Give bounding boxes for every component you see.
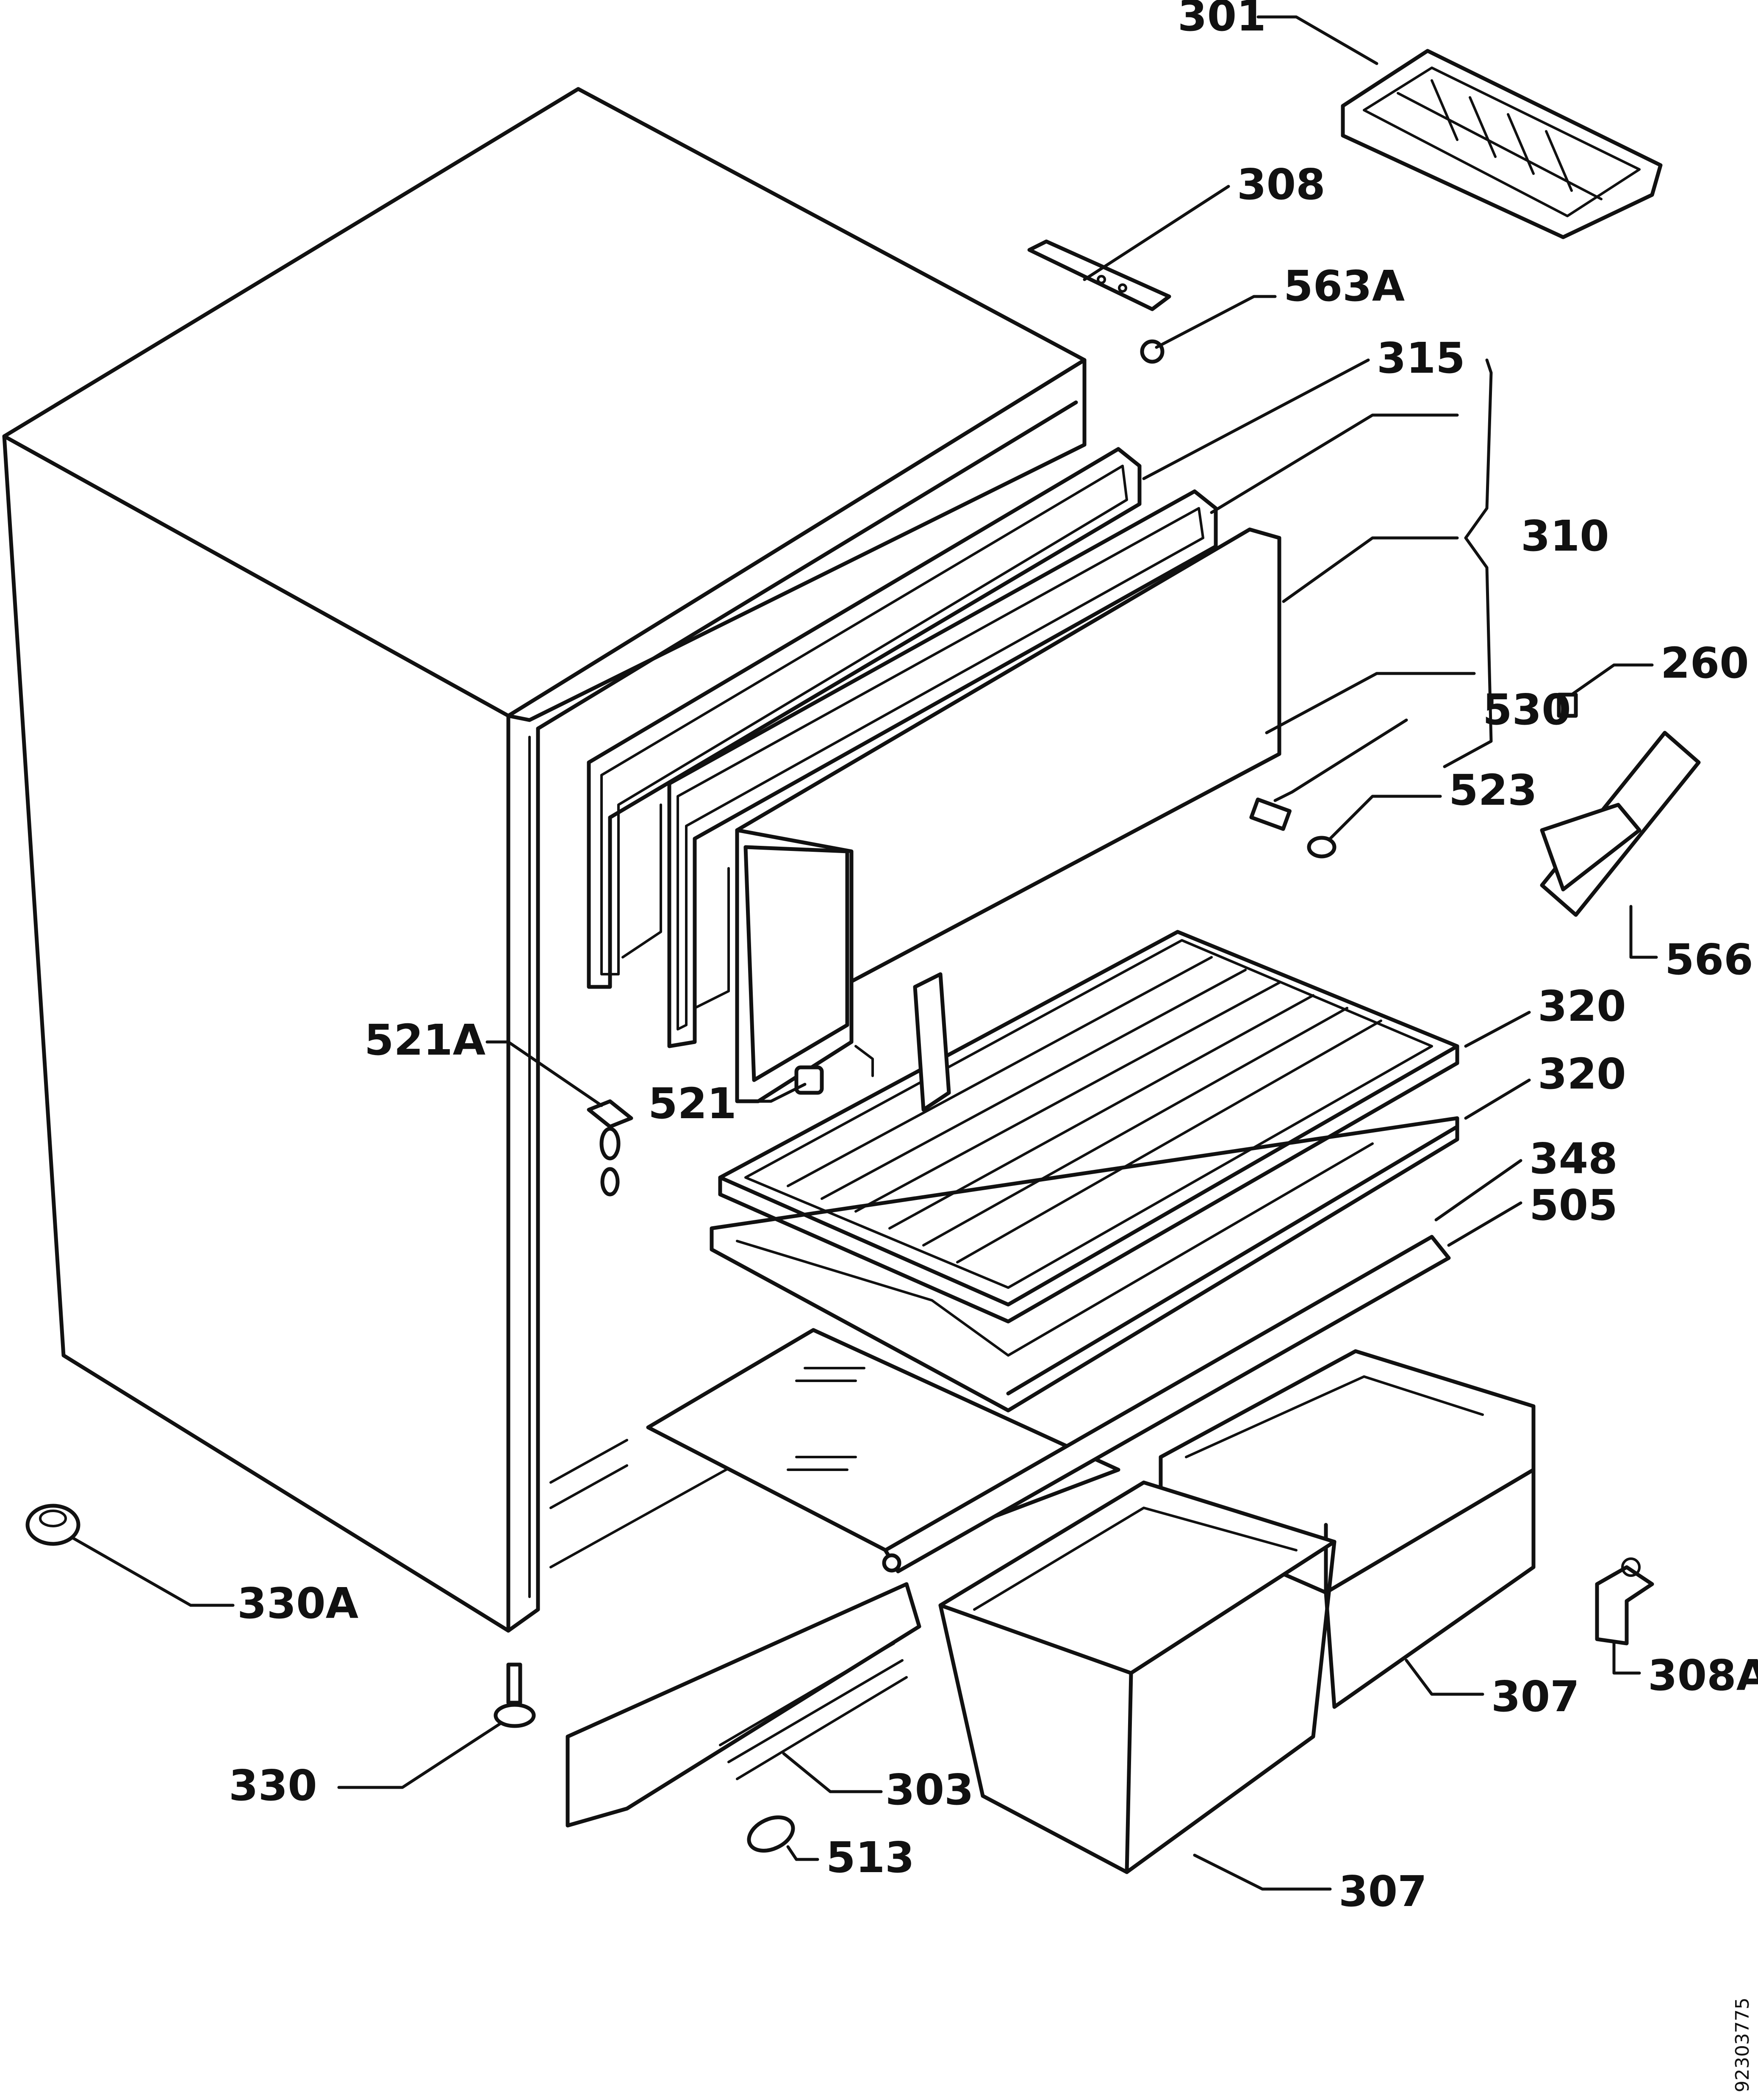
crisper-drawer-307-front xyxy=(938,1480,1337,1874)
shelf-trim-strip-505 xyxy=(882,1235,1451,1574)
document-number: 92303775 xyxy=(1732,1997,1753,2092)
shelf-upper-320 xyxy=(718,930,1459,1324)
callout-301: 301 xyxy=(1178,0,1266,41)
callout-307-rear: 307 xyxy=(1491,1672,1580,1721)
callout-330A: 330A xyxy=(237,1579,358,1628)
hinge-bracket-308A xyxy=(1595,1557,1654,1646)
kick-plate-303 xyxy=(566,1582,921,1828)
door-catch-523 xyxy=(1249,798,1337,859)
lamp-assembly-521A xyxy=(587,1099,633,1197)
callout-513: 513 xyxy=(826,1833,915,1882)
leader-lines xyxy=(70,15,1658,1891)
callout-308: 308 xyxy=(1237,160,1325,209)
callout-310: 310 xyxy=(1521,511,1609,561)
shelf-ribs xyxy=(787,956,1382,1263)
door-liner xyxy=(667,489,1218,1048)
plug-513 xyxy=(747,1815,795,1853)
clip-260 xyxy=(1557,693,1578,718)
door-gasket-frame xyxy=(587,447,1142,989)
shelf-lower-320 xyxy=(710,1116,1459,1413)
callout-260: 260 xyxy=(1661,638,1749,688)
callout-348: 348 xyxy=(1529,1134,1618,1183)
callout-523: 523 xyxy=(1449,765,1537,815)
callout-566: 566 xyxy=(1665,935,1753,984)
callout-530: 530 xyxy=(1483,685,1571,734)
callout-303: 303 xyxy=(885,1765,974,1815)
callout-320-lower: 320 xyxy=(1538,1049,1626,1099)
callout-315: 315 xyxy=(1377,333,1465,383)
callout-308A: 308A xyxy=(1648,1651,1758,1700)
callout-320-upper: 320 xyxy=(1538,981,1626,1031)
callout-330: 330 xyxy=(229,1761,317,1810)
callout-563A: 563A xyxy=(1284,261,1405,311)
callout-505: 505 xyxy=(1529,1180,1618,1230)
hinge-plate-308 xyxy=(1027,239,1171,311)
glass-shelf-348 xyxy=(646,1328,1120,1557)
ice-cube-tray-301 xyxy=(1341,49,1663,239)
callout-521: 521 xyxy=(648,1079,737,1128)
callout-521A: 521A xyxy=(364,1015,485,1065)
lamp-switch-521 xyxy=(794,1065,824,1095)
refrigerator-cabinet xyxy=(2,87,1087,1633)
adjustable-foot-330A xyxy=(25,1504,80,1546)
callout-labels: 301 308 563A 315 310 530 523 260 566 320… xyxy=(229,0,1758,1916)
ice-scraper-566 xyxy=(1540,731,1701,917)
screw-foot-330 xyxy=(494,1662,536,1728)
callout-307-front: 307 xyxy=(1339,1867,1427,1916)
